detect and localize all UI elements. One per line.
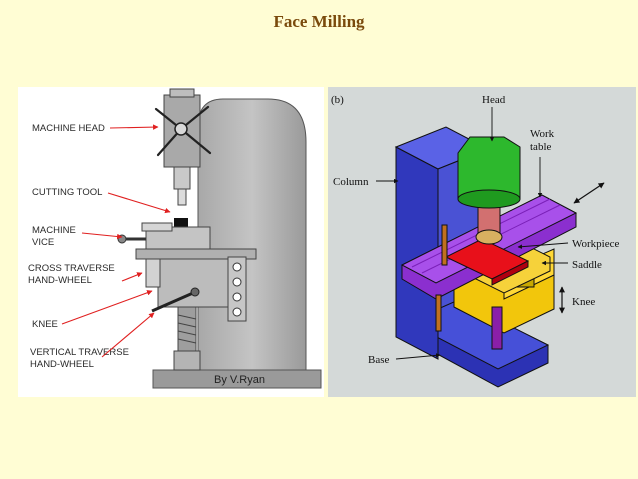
label-knee: KNEE bbox=[32, 319, 58, 330]
knee-handle bbox=[151, 291, 194, 313]
spindle bbox=[173, 166, 191, 190]
knee-block bbox=[157, 258, 235, 308]
head-cap bbox=[169, 88, 195, 98]
arrow-knee bbox=[61, 290, 153, 325]
iso-bar bbox=[441, 224, 448, 266]
label-machine-vice-line2: VICE bbox=[32, 237, 54, 248]
label-column: Column bbox=[333, 176, 369, 188]
cross-traverse-wheel bbox=[145, 258, 161, 288]
label-workpiece: Workpiece bbox=[572, 238, 619, 250]
head-hub bbox=[174, 122, 188, 136]
arrow-cross-traverse bbox=[121, 272, 143, 282]
iso-cutter bbox=[475, 229, 503, 245]
label-base: Base bbox=[368, 354, 390, 366]
label-cross-traverse-line1: CROSS TRAVERSE bbox=[28, 263, 115, 274]
isometric-milling-svg: (b) Head Work table Column Workpiece Sad… bbox=[331, 94, 619, 388]
iso-workpiece-side bbox=[491, 260, 529, 286]
iso-head-bottom bbox=[457, 189, 521, 209]
leader-lines bbox=[376, 107, 569, 360]
label-b-tag: (b) bbox=[331, 94, 344, 106]
knee-handle-knob bbox=[190, 287, 200, 297]
control-knob-1 bbox=[232, 262, 242, 272]
iso-spindle bbox=[477, 204, 501, 234]
arrow-machine-head bbox=[109, 124, 159, 130]
label-saddle: Saddle bbox=[572, 259, 602, 271]
label-vertical-traverse-line2: HAND-WHEEL bbox=[30, 359, 94, 370]
label-work-table-line2: table bbox=[530, 141, 551, 153]
elevating-screw bbox=[177, 306, 197, 352]
label-arrows bbox=[61, 124, 171, 358]
credit-text: By V.Ryan bbox=[214, 374, 265, 386]
screw-threads bbox=[177, 314, 197, 344]
arrow-cutting-tool bbox=[107, 192, 171, 214]
leader-workpiece bbox=[517, 242, 569, 249]
label-head: Head bbox=[482, 94, 506, 106]
label-machine-vice-line1: MACHINE bbox=[32, 225, 76, 236]
leader-base bbox=[395, 353, 441, 360]
arrow-table-motion bbox=[573, 182, 605, 204]
iso-bar-lower bbox=[435, 294, 442, 332]
label-machine-head: MACHINE HEAD bbox=[32, 123, 105, 134]
milling-machine-diagram: MACHINE HEAD CUTTING TOOL MACHINE VICE C… bbox=[18, 87, 324, 397]
slide-title: Face Milling bbox=[273, 12, 365, 31]
milling-machine-svg: MACHINE HEAD CUTTING TOOL MACHINE VICE C… bbox=[28, 88, 322, 389]
control-knob-4 bbox=[232, 307, 242, 317]
control-knob-3 bbox=[232, 292, 242, 302]
label-work-table-line1: Work bbox=[530, 128, 555, 140]
control-knob-2 bbox=[232, 277, 242, 287]
iso-screw bbox=[491, 306, 503, 350]
arrow-machine-vice bbox=[81, 232, 123, 240]
label-knee: Knee bbox=[572, 296, 595, 308]
isometric-milling-diagram: (b) Head Work table Column Workpiece Sad… bbox=[328, 87, 636, 397]
label-cross-traverse-line2: HAND-WHEEL bbox=[28, 275, 92, 286]
vice-jaw bbox=[141, 222, 173, 232]
label-cutting-tool: CUTTING TOOL bbox=[32, 187, 102, 198]
screw-housing bbox=[173, 350, 201, 371]
label-vertical-traverse-line1: VERTICAL TRAVERSE bbox=[30, 347, 129, 358]
arrow-vertical-traverse bbox=[101, 312, 155, 358]
tool-holder bbox=[177, 188, 187, 206]
machine-column bbox=[197, 98, 307, 371]
control-plate bbox=[227, 256, 247, 322]
